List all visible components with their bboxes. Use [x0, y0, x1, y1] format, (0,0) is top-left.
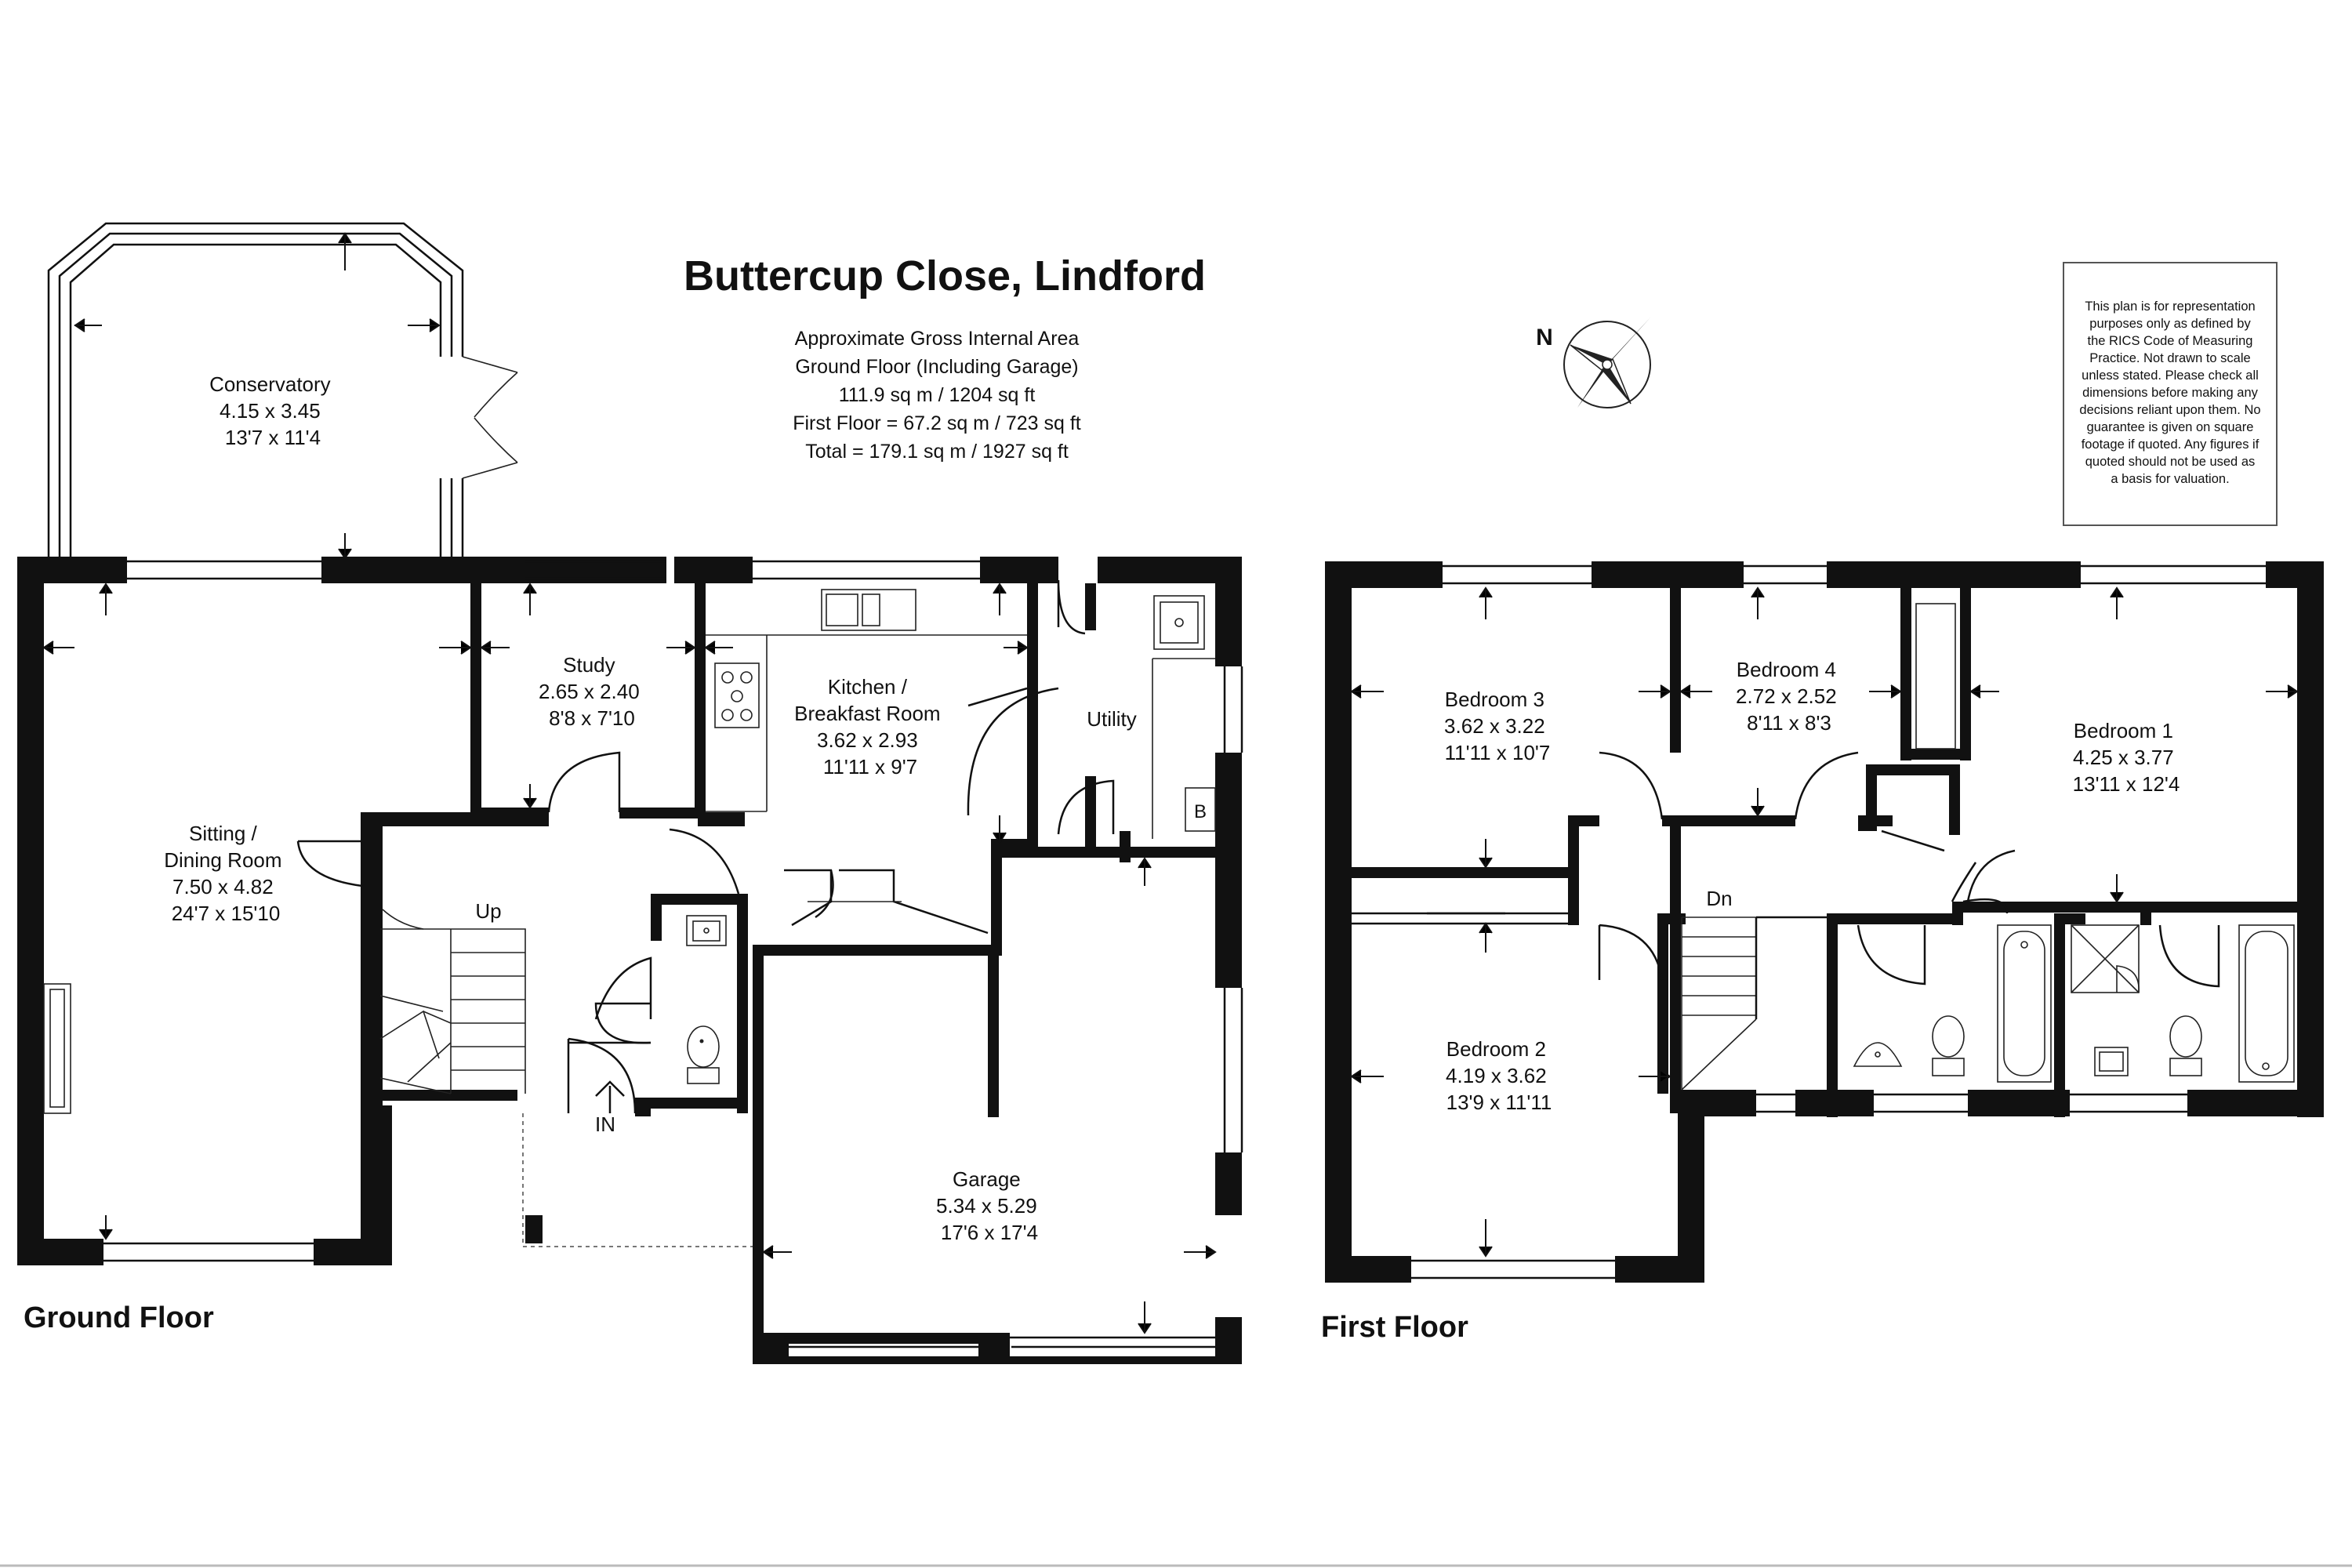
- room-dimension-metric: 4.25 x 3.77: [2073, 746, 2174, 769]
- kitchen-units: [706, 589, 1027, 935]
- room-name: Garage: [953, 1167, 1021, 1191]
- shower-icon: [2071, 924, 2140, 993]
- area-line: Total = 179.1 sq m / 1927 sq ft: [805, 441, 1069, 463]
- toilet-icon: [2169, 1015, 2202, 1076]
- ground-floor-label: Ground Floor: [24, 1301, 214, 1334]
- room-name: Kitchen /: [828, 675, 908, 699]
- disclaimer-line: unless stated. Please check all: [2082, 368, 2259, 383]
- door-swing: [594, 1002, 652, 1044]
- utility-sink-icon: [1152, 595, 1215, 839]
- disclaimer-line: decisions reliant upon them. No: [2079, 403, 2260, 417]
- disclaimer-line: dimensions before making any: [2082, 386, 2259, 400]
- room-name: Sitting /: [189, 822, 257, 845]
- room-label-bedroom-3: Bedroom 3 3.62 x 3.22 11'11 x 10'7: [1444, 688, 1551, 764]
- room-label-bedroom-1: Bedroom 1 4.25 x 3.77 13'11 x 12'4: [2073, 719, 2180, 796]
- first-floor-label: First Floor: [1321, 1311, 1468, 1344]
- fireplace-icon: [43, 983, 71, 1114]
- staircase-up: [379, 909, 526, 1094]
- room-dimension-metric: 3.62 x 2.93: [817, 728, 918, 752]
- room-dimension-imperial: 13'7 x 11'4: [225, 426, 321, 449]
- room-dimension-imperial: 8'8 x 7'10: [549, 706, 635, 730]
- door-swing: [296, 579, 1115, 1114]
- dimension-markers: [1350, 586, 2299, 1258]
- room-name: Utility: [1087, 707, 1137, 731]
- disclaimer-line: purposes only as defined by: [2089, 317, 2251, 331]
- room-dimension-imperial: 13'9 x 11'11: [1446, 1091, 1552, 1114]
- stairs-up-label: Up: [475, 899, 501, 923]
- room-dimension-imperial: 11'11 x 9'7: [823, 755, 917, 779]
- room-label-kitchen: Kitchen / Breakfast Room 3.62 x 2.93 11'…: [794, 675, 946, 779]
- room-name: Bedroom 2: [1446, 1037, 1546, 1061]
- boiler-label: B: [1194, 801, 1207, 822]
- compass-rose-icon: N: [1536, 318, 1651, 408]
- room-dimension-imperial: 17'6 x 17'4: [941, 1221, 1038, 1244]
- conservatory-frame: [47, 222, 518, 557]
- hob-icon: [714, 662, 760, 728]
- disclaimer-line: guarantee is given on square: [2087, 420, 2254, 434]
- room-name: Dining Room: [164, 848, 281, 872]
- disclaimer-line: This plan is for representation: [2085, 299, 2255, 314]
- area-summary: Approximate Gross Internal Area Ground F…: [793, 328, 1081, 463]
- entrance-arrow-icon: [595, 1080, 625, 1113]
- bathtub-icon: [1997, 924, 2052, 1083]
- room-dimension-metric: 7.50 x 4.82: [172, 875, 274, 898]
- ground-floor-plan: B Up IN: [17, 222, 1243, 1364]
- window: [103, 560, 1243, 1363]
- disclaimer-line: quoted should not be used as: [2085, 455, 2256, 469]
- room-label-conservatory: Conservatory 4.15 x 3.45 13'7 x 11'4: [209, 372, 336, 449]
- first-floor-plan: Dn: [1321, 561, 2324, 1344]
- room-name: Conservatory: [209, 372, 331, 396]
- door-swing: [1598, 751, 2220, 988]
- area-line: First Floor = 67.2 sq m / 723 sq ft: [793, 412, 1081, 434]
- room-dimension-imperial: 24'7 x 15'10: [172, 902, 281, 925]
- boiler-icon: B: [1185, 787, 1216, 832]
- area-line: Ground Floor (Including Garage): [795, 356, 1078, 378]
- toilet-icon: [687, 1025, 720, 1084]
- staircase-down: [1681, 916, 1827, 1091]
- basin-icon: [2094, 1047, 2129, 1076]
- entrance-label: IN: [595, 1112, 615, 1136]
- room-label-bedroom-2: Bedroom 2 4.19 x 3.62 13'9 x 11'11: [1446, 1037, 1552, 1114]
- room-dimension-imperial: 11'11 x 10'7: [1445, 741, 1551, 764]
- room-name: Bedroom 4: [1737, 658, 1836, 681]
- room-dimension-metric: 4.19 x 3.62: [1446, 1064, 1547, 1087]
- room-label-bedroom-4: Bedroom 4 2.72 x 2.52 8'11 x 8'3: [1736, 658, 1842, 735]
- room-label-study: Study 2.65 x 2.40 8'8 x 7'10: [539, 653, 645, 730]
- basin-icon: [1853, 1042, 1903, 1067]
- basin-icon: [686, 915, 727, 946]
- room-dimension-metric: 3.62 x 3.22: [1444, 714, 1545, 738]
- room-dimension-metric: 5.34 x 5.29: [936, 1194, 1037, 1218]
- room-label-utility: Utility: [1087, 707, 1137, 731]
- room-name: Breakfast Room: [794, 702, 940, 725]
- area-line: 111.9 sq m / 1204 sq ft: [839, 384, 1036, 406]
- disclaimer-line: footage if quoted. Any figures if: [2082, 437, 2259, 452]
- bathtub-icon: [2238, 924, 2295, 1083]
- plan-title: Buttercup Close, Lindford: [684, 252, 1206, 299]
- toilet-icon: [1932, 1015, 1965, 1076]
- room-name: Bedroom 1: [2074, 719, 2173, 742]
- window: [1411, 564, 2266, 1279]
- disclaimer-line: Practice. Not drawn to scale: [2089, 351, 2250, 365]
- room-dimension-imperial: 8'11 x 8'3: [1747, 711, 1831, 735]
- disclaimer-line: a basis for valuation.: [2111, 472, 2229, 486]
- stairs-down-label: Dn: [1706, 887, 1732, 910]
- disclaimer-box: This plan is for representation purposes…: [2063, 262, 2278, 526]
- room-name: Bedroom 3: [1445, 688, 1544, 711]
- room-dimension-imperial: 13'11 x 12'4: [2073, 772, 2180, 796]
- dimension-markers: [42, 232, 1217, 1334]
- area-line: Approximate Gross Internal Area: [795, 328, 1080, 350]
- room-label-garage: Garage 5.34 x 5.29 17'6 x 17'4: [936, 1167, 1043, 1244]
- room-label-sitting-dining: Sitting / Dining Room 7.50 x 4.82 24'7 x…: [164, 822, 288, 925]
- room-dimension-metric: 4.15 x 3.45: [220, 399, 321, 423]
- compass-north-label: N: [1536, 325, 1553, 350]
- disclaimer-line: the RICS Code of Measuring: [2088, 334, 2253, 348]
- room-dimension-metric: 2.65 x 2.40: [539, 680, 640, 703]
- room-name: Study: [563, 653, 615, 677]
- room-dimension-metric: 2.72 x 2.52: [1736, 684, 1837, 708]
